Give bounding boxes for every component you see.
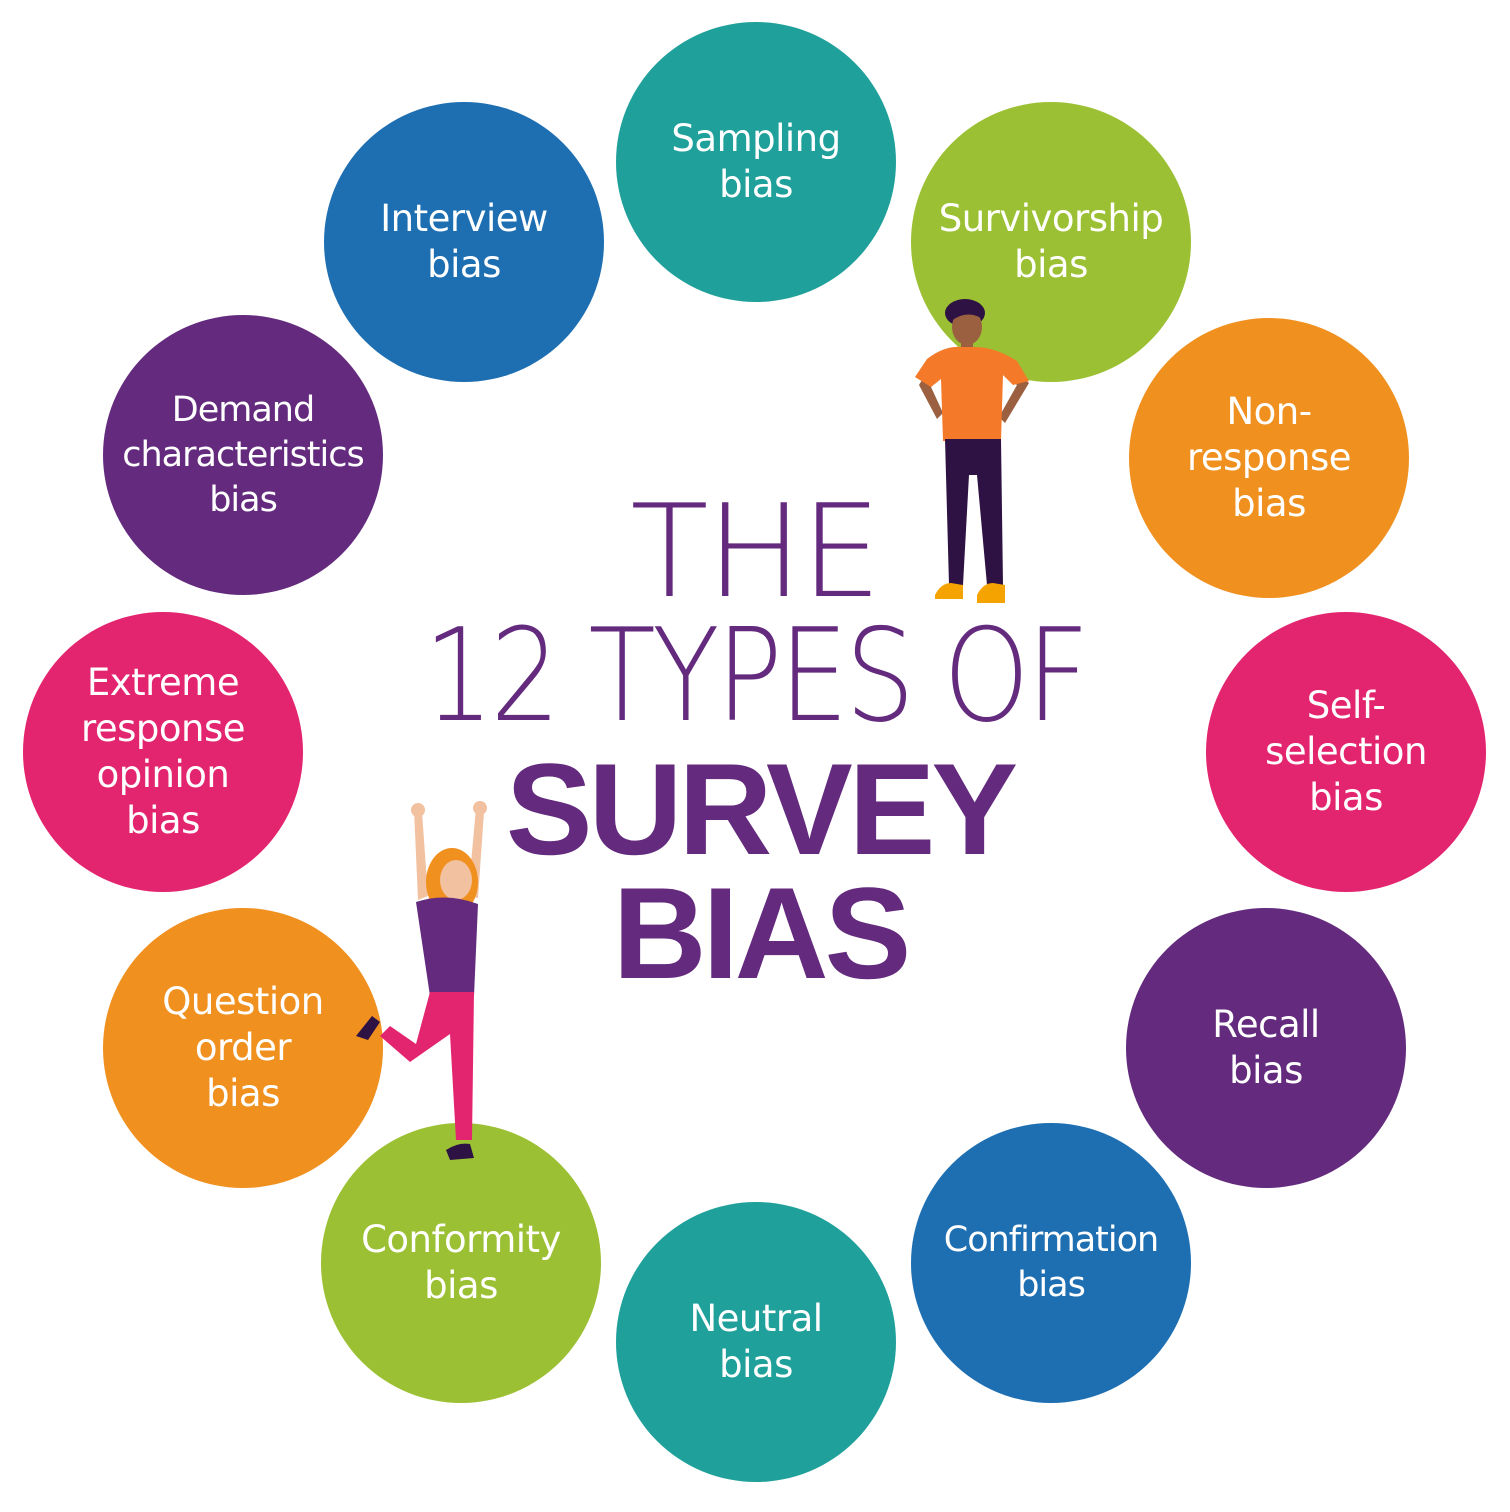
bubble-label: Recall — [1212, 1003, 1320, 1046]
bubble-label: Self- — [1306, 684, 1386, 727]
bubble-label: bias — [206, 1072, 280, 1115]
bubble-label: Conformity — [361, 1218, 561, 1261]
bubble-label: bias — [424, 1264, 498, 1307]
bubble-label: bias — [719, 163, 793, 206]
bubble-label: Non- — [1226, 390, 1312, 433]
bubble-label: Interview — [380, 197, 548, 240]
bubble-neutral-bias: Neutral bias — [616, 1202, 896, 1482]
title-bias: BIAS — [612, 860, 912, 1006]
bubble-recall-bias: Recall bias — [1126, 908, 1406, 1188]
bubble-label: bias — [1309, 776, 1383, 819]
bubble-label: bias — [427, 243, 501, 286]
bubble-label: response — [1186, 436, 1352, 479]
bubble-label: Neutral — [689, 1297, 823, 1340]
bubble-label: Sampling — [671, 117, 841, 160]
bubble-label: opinion — [96, 753, 230, 796]
bubble-label: Extreme — [86, 661, 240, 704]
bubble-label: Demand — [171, 389, 315, 430]
bubble-label: bias — [209, 479, 278, 520]
bubble-label: Survivorship — [938, 197, 1164, 240]
bubble-sampling-bias: Sampling bias — [616, 22, 896, 302]
bubble-label: Question — [162, 980, 324, 1023]
bubble-label: order — [194, 1026, 292, 1069]
bubble-label: response — [80, 707, 246, 750]
bubble-label: bias — [1229, 1049, 1303, 1092]
bubble-interview-bias: Interview bias — [324, 102, 604, 382]
standing-man-illustration — [915, 299, 1029, 603]
title-12-types-of: 12 TYPES OF — [423, 602, 1090, 751]
title-survey: SURVEY — [505, 736, 1018, 882]
bubble-confirmation-bias: Confirmation bias — [911, 1123, 1191, 1403]
bubble-label: characteristics — [122, 434, 364, 475]
bubble-extreme-response-opinion-bias: Extreme response opinion bias — [23, 612, 303, 892]
bubble-self-selection-bias: Self- selection bias — [1206, 612, 1486, 892]
bubble-label: bias — [719, 1343, 793, 1386]
bubble-question-order-bias: Question order bias — [103, 908, 383, 1188]
bubble-demand-characteristics-bias: Demand characteristics bias — [103, 315, 383, 595]
bubble-label: Confirmation — [943, 1220, 1159, 1260]
bubble-label: bias — [1014, 243, 1088, 286]
bubble-label: bias — [1017, 1265, 1086, 1305]
bubble-label: bias — [1232, 482, 1306, 525]
bubble-conformity-bias: Conformity bias — [321, 1123, 601, 1403]
title-the: THE — [630, 478, 881, 627]
bubble-label: selection — [1265, 730, 1427, 773]
jumping-woman-illustration — [356, 801, 487, 1160]
bubble-label: bias — [126, 799, 200, 842]
bubble-nonresponse-bias: Non- response bias — [1129, 318, 1409, 598]
